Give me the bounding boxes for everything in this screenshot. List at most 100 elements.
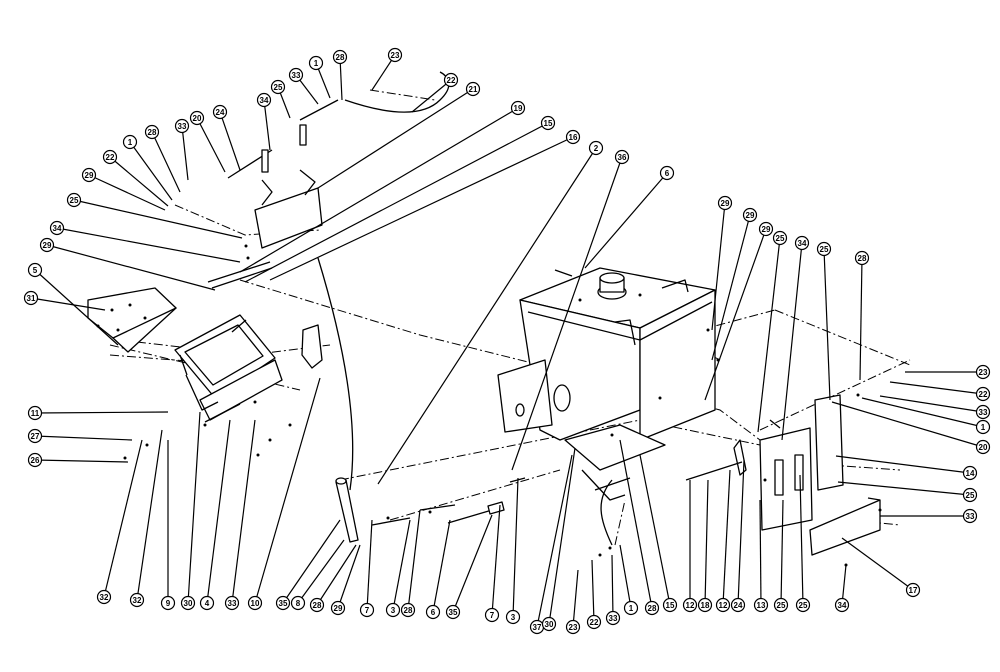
leader-line	[407, 509, 421, 611]
callout-circle	[505, 609, 521, 625]
leader-line	[704, 228, 767, 401]
part-callout-28: 28	[332, 49, 348, 65]
leader-line	[452, 514, 493, 613]
callout-circle	[129, 592, 145, 608]
callout-circle	[330, 600, 346, 616]
leader-line	[244, 122, 549, 283]
callout-label: 12	[719, 601, 728, 610]
leader-line	[181, 125, 189, 181]
callout-circle	[180, 595, 196, 611]
callout-label: 1	[128, 138, 133, 147]
leader-line	[269, 136, 574, 281]
callout-circle	[975, 404, 991, 420]
callout-label: 26	[31, 456, 40, 465]
part-callout-31: 31	[23, 290, 39, 306]
part-callout-29: 29	[717, 195, 733, 211]
leader-line	[536, 454, 573, 628]
part-callout-25: 25	[270, 79, 286, 95]
callout-circle	[962, 465, 978, 481]
callout-circle	[49, 220, 65, 236]
callout-label: 28	[336, 53, 345, 62]
part-callout-7: 7	[484, 607, 500, 623]
part-callout-25: 25	[773, 597, 789, 613]
part-callout-37: 37	[529, 619, 545, 635]
leader-line	[704, 479, 709, 606]
callout-label: 1	[314, 59, 319, 68]
leader-line	[392, 519, 411, 611]
leader-line	[591, 559, 595, 623]
leader-line	[34, 411, 169, 414]
leader-line	[34, 269, 119, 346]
callout-label: 25	[966, 491, 975, 500]
callout-label: 28	[858, 254, 867, 263]
part-callout-6: 6	[659, 165, 675, 181]
leader-line	[316, 544, 357, 606]
callout-label: 33	[292, 71, 301, 80]
callout-label: 34	[53, 224, 62, 233]
upper-hose	[299, 71, 613, 546]
callout-circle	[682, 597, 698, 613]
part-callout-33: 33	[962, 508, 978, 524]
part-callout-8: 8	[290, 595, 306, 611]
callout-label: 33	[228, 599, 237, 608]
part-callout-34: 34	[256, 92, 272, 108]
callout-label: 4	[205, 599, 210, 608]
callout-circle	[484, 607, 500, 623]
callout-circle	[174, 118, 190, 134]
callout-circle	[854, 250, 870, 266]
part-callout-6: 6	[425, 604, 441, 620]
part-callout-1: 1	[623, 600, 639, 616]
leader-line	[711, 202, 726, 331]
leader-line	[56, 227, 241, 263]
callout-circle	[962, 508, 978, 524]
callout-label: 14	[966, 469, 975, 478]
leader-line	[34, 435, 133, 441]
leader-line	[889, 381, 984, 395]
callout-circle	[588, 140, 604, 156]
callout-circle	[122, 134, 138, 150]
callout-label: 25	[70, 196, 79, 205]
callout-circle	[27, 262, 43, 278]
callout-label: 25	[776, 234, 785, 243]
callout-label: 25	[777, 601, 786, 610]
leader-line	[136, 429, 163, 601]
leader-line	[187, 411, 201, 604]
leader-line	[835, 455, 971, 474]
callout-circle	[385, 602, 401, 618]
callout-circle	[27, 452, 43, 468]
callout-label: 15	[666, 601, 675, 610]
callout-circle	[565, 129, 581, 145]
callout-label: 1	[629, 604, 634, 613]
callout-label: 27	[31, 432, 40, 441]
callout-circle	[23, 290, 39, 306]
part-callout-25: 25	[772, 230, 788, 246]
part-callout-3: 3	[385, 602, 401, 618]
callout-label: 25	[799, 601, 808, 610]
callout-label: 32	[100, 593, 109, 602]
part-callout-34: 34	[49, 220, 65, 236]
callout-circle	[445, 604, 461, 620]
part-callout-34: 34	[834, 597, 850, 613]
part-callout-10: 10	[247, 595, 263, 611]
part-callout-17: 17	[905, 582, 921, 598]
callout-circle	[212, 104, 228, 120]
part-callout-23: 23	[387, 47, 403, 63]
leader-line	[239, 107, 519, 273]
callout-label: 35	[279, 599, 288, 608]
part-callouts: 2328133222125342420191516236633281222925…	[23, 47, 991, 635]
part-callout-32: 32	[129, 592, 145, 608]
callout-circle	[465, 81, 481, 97]
part-callout-29: 29	[39, 237, 55, 253]
callout-circle	[975, 419, 991, 435]
part-callout-30: 30	[541, 616, 557, 632]
part-callout-16: 16	[565, 129, 581, 145]
leader-line	[297, 539, 345, 604]
callout-label: 31	[27, 294, 36, 303]
callout-circle	[758, 221, 774, 237]
callout-label: 23	[979, 368, 988, 377]
callout-circle	[614, 149, 630, 165]
leader-line	[722, 469, 731, 606]
part-callout-29: 29	[742, 207, 758, 223]
callout-circle	[540, 115, 556, 131]
leader-line	[282, 519, 341, 604]
